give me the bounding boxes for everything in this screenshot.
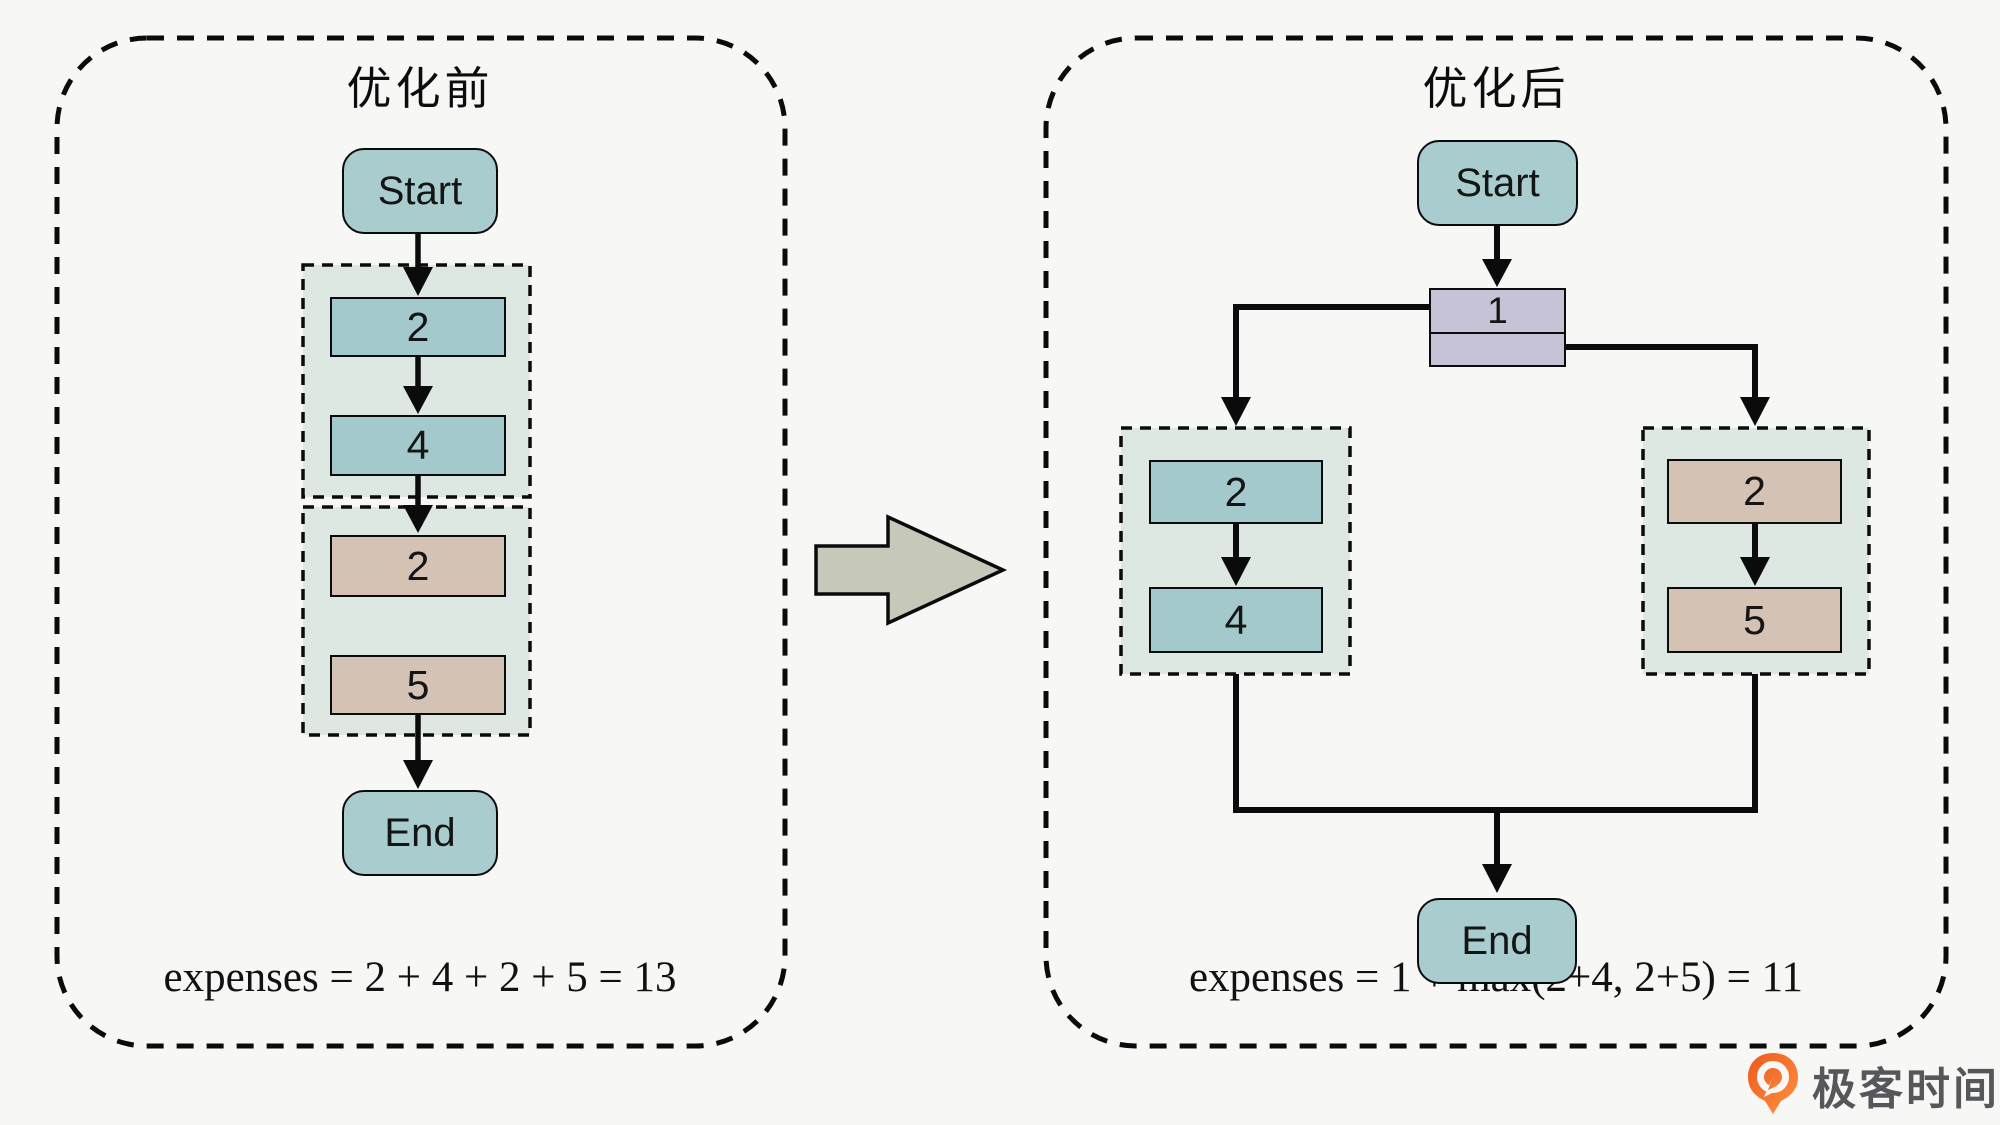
fork-cost-cell: 1 — [1431, 290, 1564, 334]
after-end-node: End — [1417, 898, 1577, 984]
geektime-brand: 极客时间 — [1744, 1050, 2000, 1120]
arrow-right2-to-right5 — [1740, 524, 1770, 586]
after-right-step-node-2: 2 — [1667, 459, 1842, 524]
before-expenses-formula: expenses = 2 + 4 + 2 + 5 = 13 — [163, 954, 677, 1001]
after-fork-node: 1 — [1429, 288, 1566, 367]
after-panel-border — [1043, 35, 1949, 1049]
after-left-step-node-4: 4 — [1149, 587, 1323, 653]
after-connectors — [1221, 226, 1770, 893]
arrow-fork-to-right-branch — [1566, 344, 1770, 426]
arrow-4-to-2 — [403, 476, 433, 533]
before-step-node-2b: 2 — [330, 535, 506, 597]
before-start-node: Start — [342, 148, 498, 234]
before-step-node-5: 5 — [330, 655, 506, 715]
after-left-step-node-2: 2 — [1149, 460, 1323, 524]
after-start-node: Start — [1417, 140, 1578, 226]
after-right-step-node-5: 5 — [1667, 587, 1842, 653]
fork-empty-cell — [1431, 334, 1564, 365]
before-step-node-2: 2 — [330, 297, 506, 357]
arrow-5-to-end — [403, 715, 433, 789]
before-end-node: End — [342, 790, 498, 876]
after-panel-title: 优化后 — [1422, 63, 1570, 114]
geektime-logo-text: 极客时间 — [1812, 1065, 2000, 1114]
geektime-logo-icon — [1748, 1053, 1798, 1114]
arrow-fork-to-left-branch — [1221, 304, 1429, 426]
before-panel-border — [54, 35, 788, 1049]
before-connectors — [403, 234, 433, 789]
branch-join-to-end — [1233, 674, 1758, 893]
arrow-left2-to-left4 — [1221, 524, 1251, 586]
arrow-2-to-4 — [403, 357, 433, 414]
transform-arrow-icon — [814, 514, 1008, 626]
arrow-start-to-2 — [403, 234, 433, 296]
before-step-node-4: 4 — [330, 415, 506, 476]
arrow-start-to-fork — [1482, 226, 1512, 287]
before-panel-title: 优化前 — [346, 63, 494, 114]
